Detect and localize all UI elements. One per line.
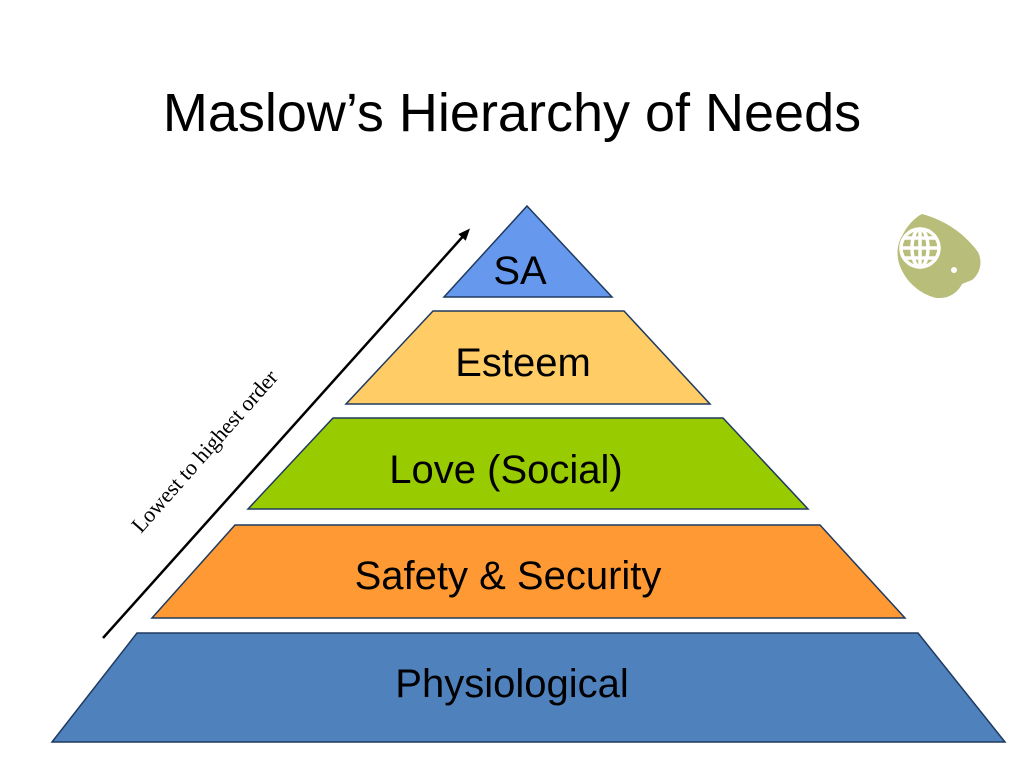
progression-arrow bbox=[102, 228, 471, 639]
tier-sa: SA bbox=[442, 204, 614, 298]
tier-safety-security-label: Safety & Security bbox=[355, 554, 662, 598]
axis-label: Lowest to highest order bbox=[126, 364, 283, 537]
globe-icon bbox=[897, 214, 981, 298]
tier-esteem: Esteem bbox=[344, 310, 712, 405]
tier-esteem-label: Esteem bbox=[455, 341, 591, 385]
tier-safety-security: Safety & Security bbox=[150, 524, 907, 619]
tier-love-social-label: Love (Social) bbox=[389, 448, 622, 492]
tier-physiological: Physiological bbox=[50, 632, 1007, 743]
tier-physiological-label: Physiological bbox=[395, 662, 628, 706]
tier-love-social: Love (Social) bbox=[246, 417, 810, 510]
slide-title: Maslow’s Hierarchy of Needs bbox=[162, 83, 862, 143]
tier-sa-label: SA bbox=[493, 249, 547, 293]
